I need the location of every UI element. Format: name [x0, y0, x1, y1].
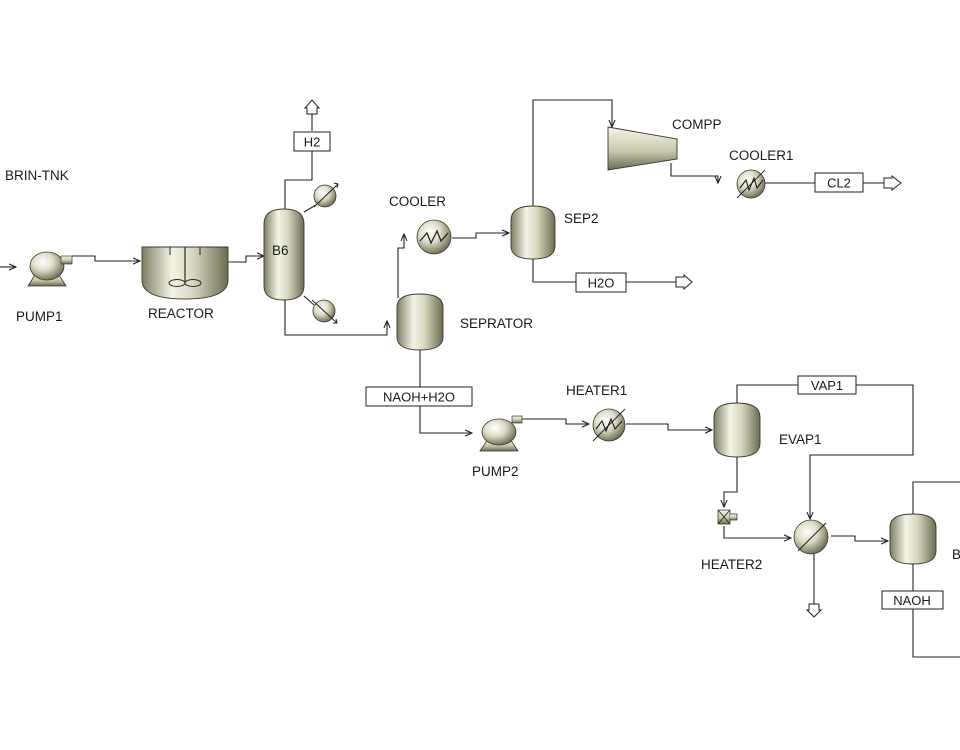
stream-tag-naoh-h2o[interactable]: NAOH+H2O [365, 386, 473, 407]
h2-vent-arrow [303, 99, 321, 115]
label-cooler: COOLER [389, 194, 446, 209]
stream-tag-h2[interactable]: H2 [293, 131, 331, 152]
evap1-vapor-line [736, 384, 798, 404]
b6-overhead-line [284, 151, 313, 210]
pump1-to-reactor-stream [72, 255, 140, 261]
b6-column[interactable] [263, 208, 305, 301]
heater2-to-flash-stream [831, 535, 888, 541]
label-reactor: REACTOR [148, 306, 214, 321]
label-cooler1: COOLER1 [729, 148, 794, 163]
b6-reboiler[interactable] [311, 299, 338, 324]
label-heater1: HEATER1 [566, 383, 627, 398]
flash-vessel[interactable] [889, 513, 937, 565]
heater2-unit[interactable] [793, 519, 829, 555]
pump2-unit[interactable] [479, 415, 523, 452]
label-seprator: SEPRATOR [460, 316, 533, 331]
sep2-to-h2o-line [532, 258, 576, 283]
stream-lines [0, 99, 960, 658]
b6-to-seprator-stream [284, 299, 387, 336]
pump1-unit[interactable] [27, 251, 73, 287]
h2o-vent-arrow [675, 273, 693, 291]
heater1-to-evap1-stream [626, 423, 712, 430]
label-b6: B6 [272, 243, 289, 258]
label-sep2: SEP2 [564, 211, 599, 226]
svg-text:CL2: CL2 [827, 176, 851, 191]
sep2-to-compp-stream [532, 99, 612, 208]
reactor-to-b6-stream [228, 256, 264, 263]
label-brin-tnk: BRIN-TNK [5, 168, 69, 183]
label-evap1: EVAP1 [779, 432, 822, 447]
cl2-vent-arrow [883, 174, 902, 192]
label-heater2: HEATER2 [701, 557, 762, 572]
sep2-vessel[interactable] [510, 205, 556, 260]
stream-tag-naoh[interactable]: NAOH [881, 590, 944, 610]
flash-top-line [912, 481, 960, 515]
evap1-vessel[interactable] [713, 402, 761, 458]
evap1-bottom-line [724, 455, 738, 507]
valve-unit[interactable] [717, 509, 738, 525]
heater1-unit[interactable] [592, 408, 626, 442]
pump2-to-heater1-stream [522, 418, 589, 424]
svg-text:NAOH+H2O: NAOH+H2O [383, 390, 455, 405]
naoh-h2o-to-pump2-stream [419, 405, 472, 433]
cooler-unit[interactable] [416, 219, 452, 255]
cooler1-unit[interactable] [736, 169, 766, 199]
stream-tag-h2o[interactable]: H2O [575, 272, 627, 293]
compp-compressor[interactable] [607, 126, 678, 171]
svg-text:VAP1: VAP1 [811, 378, 843, 393]
seprator-vessel[interactable] [396, 293, 444, 351]
b6-condenser[interactable] [313, 182, 339, 208]
svg-text:H2O: H2O [588, 276, 615, 291]
reactor-unit[interactable] [141, 246, 229, 300]
naoh-out-line [912, 609, 960, 658]
vap1-return-line [810, 384, 914, 519]
label-pump2: PUMP2 [472, 464, 519, 479]
heater2-vent-arrow [805, 603, 823, 618]
svg-text:H2: H2 [304, 135, 321, 150]
label-compp: COMPP [672, 117, 722, 132]
b6-reflux-lines [303, 204, 317, 306]
compp-to-cooler1-stream [670, 163, 718, 183]
svg-text:NAOH: NAOH [893, 593, 931, 608]
stream-tag-vap1[interactable]: VAP1 [797, 375, 857, 395]
seprator-to-cooler-stream [397, 234, 404, 298]
cooler-to-sep2-stream [452, 233, 509, 239]
stream-tag-cl2[interactable]: CL2 [814, 172, 864, 193]
valve-to-heater2-stream [723, 526, 791, 538]
label-b-partial: B [952, 547, 960, 562]
label-pump1: PUMP1 [16, 309, 63, 324]
